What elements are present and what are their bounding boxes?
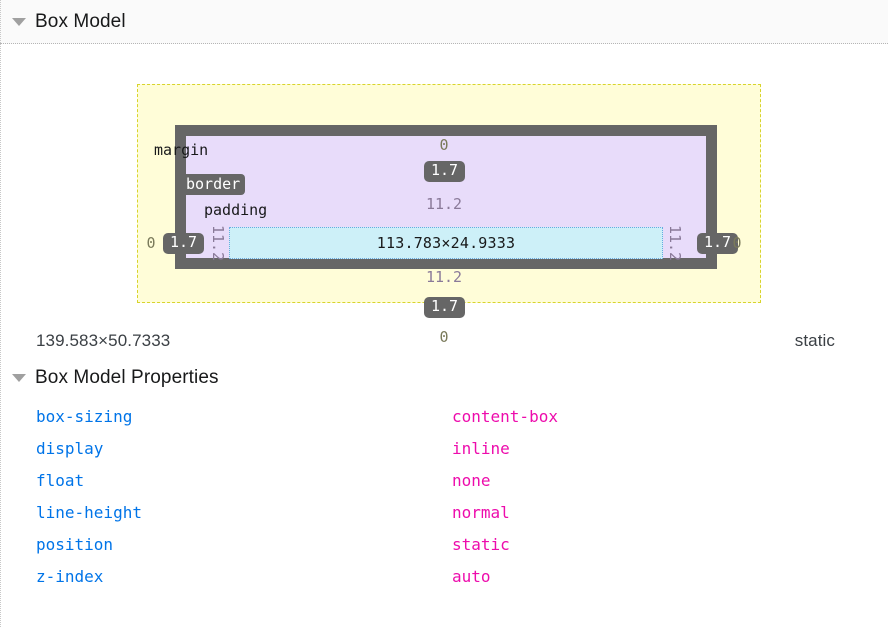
property-value[interactable]: content-box — [452, 406, 558, 426]
property-value[interactable]: normal — [452, 502, 510, 522]
property-value[interactable]: auto — [452, 566, 491, 586]
margin-right-value[interactable]: 0 — [732, 234, 742, 252]
property-name[interactable]: z-index — [36, 566, 104, 586]
table-row[interactable]: z-index auto — [0, 560, 888, 592]
property-name[interactable]: float — [36, 470, 85, 490]
padding-bottom-value[interactable]: 11.2 — [425, 268, 463, 286]
padding-top-value[interactable]: 11.2 — [425, 195, 463, 213]
table-row[interactable]: box-sizing content-box — [0, 400, 888, 432]
padding-left-value[interactable]: 11.2 — [209, 224, 227, 262]
box-model-summary: 139.583×50.7333 static — [0, 322, 888, 360]
table-row[interactable]: float none — [0, 464, 888, 496]
property-name[interactable]: display — [36, 438, 104, 458]
property-value[interactable]: inline — [452, 438, 510, 458]
property-name[interactable]: box-sizing — [36, 406, 133, 426]
margin-region-label: margin — [154, 141, 209, 159]
border-left-value[interactable]: 1.7 — [163, 233, 205, 254]
page-title: Box Model — [35, 10, 126, 32]
padding-right-value[interactable]: 11.2 — [666, 224, 684, 262]
table-row[interactable]: line-height normal — [0, 496, 888, 528]
content-size-label: 113.783×24.9333 — [376, 234, 516, 252]
chevron-down-icon[interactable] — [12, 374, 26, 382]
property-name[interactable]: line-height — [36, 502, 142, 522]
box-model-diagram[interactable]: 113.783×24.9333 margin border padding 0 … — [0, 44, 888, 346]
property-value[interactable]: none — [452, 470, 491, 490]
table-row[interactable]: display inline — [0, 432, 888, 464]
margin-bottom-value[interactable]: 0 — [439, 328, 449, 346]
border-right-value[interactable]: 1.7 — [697, 233, 739, 254]
margin-top-value[interactable]: 0 — [439, 136, 449, 154]
box-model-content-region[interactable]: 113.783×24.9333 — [229, 227, 663, 259]
table-row[interactable]: position static — [0, 528, 888, 560]
box-model-properties-header[interactable]: Box Model Properties — [0, 360, 888, 396]
border-region-label: border — [180, 174, 246, 195]
border-top-value[interactable]: 1.7 — [424, 161, 466, 182]
chevron-down-icon[interactable] — [12, 17, 26, 26]
property-value[interactable]: static — [452, 534, 510, 554]
element-position-label: static — [794, 331, 835, 350]
padding-region-label: padding — [204, 201, 268, 219]
margin-left-value[interactable]: 0 — [146, 234, 156, 252]
element-dimensions-label: 139.583×50.7333 — [36, 331, 171, 350]
box-model-section-header[interactable]: Box Model — [0, 0, 888, 44]
property-name[interactable]: position — [36, 534, 114, 554]
border-bottom-value[interactable]: 1.7 — [424, 297, 466, 318]
box-model-properties-list: box-sizing content-box display inline fl… — [0, 400, 888, 592]
box-model-properties-title: Box Model Properties — [35, 367, 219, 388]
